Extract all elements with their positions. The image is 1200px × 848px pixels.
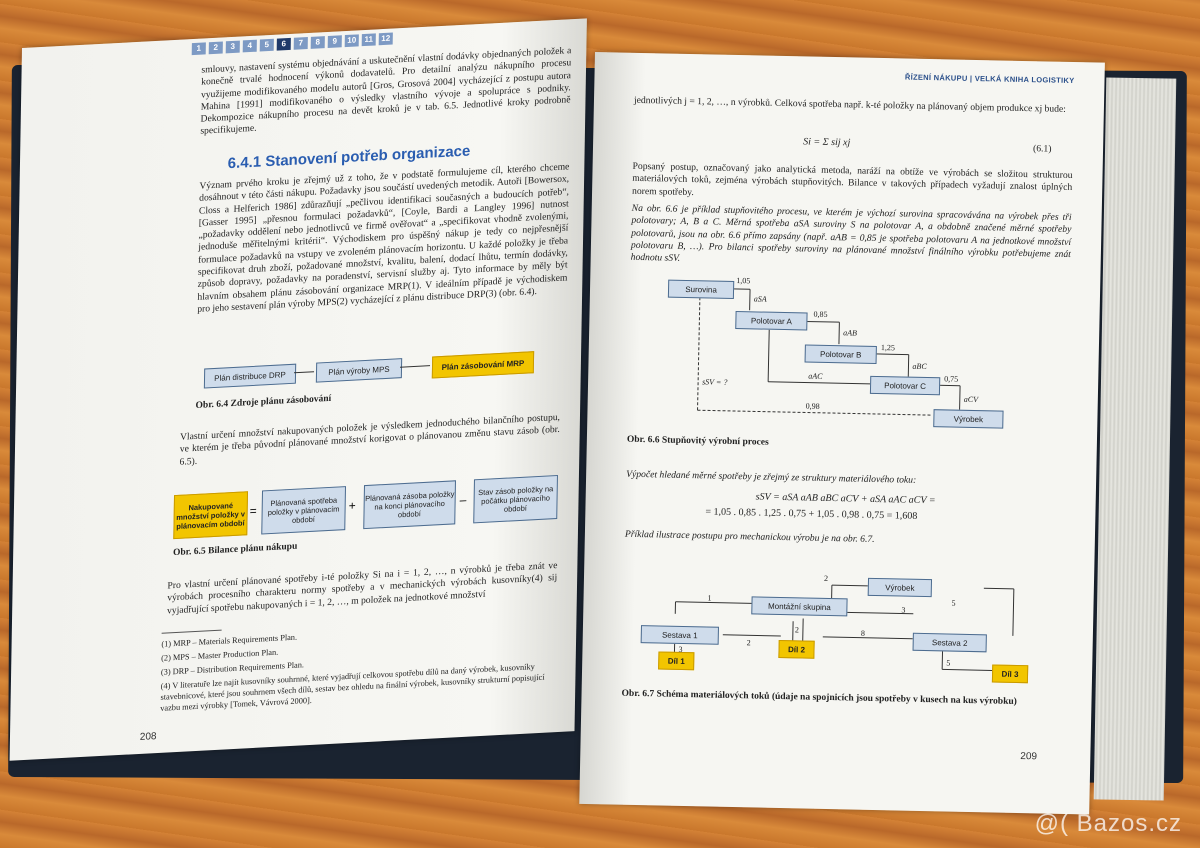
fig67-dil-1: Díl 1 <box>658 651 695 671</box>
page-number-left: 208 <box>139 731 157 743</box>
fig67-label-e: 2 <box>794 625 800 635</box>
fig67-sestava-2: Sestava 2 <box>912 632 987 653</box>
fig67-label-i: 5 <box>946 658 951 668</box>
fig65-box-purchase: Nakupované množství položky v plánovacím… <box>173 491 249 540</box>
fig65-box-start-stock: Stav zásob položky na počátku plánovacíh… <box>473 474 558 524</box>
fig67-dil-2: Díl 2 <box>778 639 815 659</box>
watermark: @( Bazos.cz <box>1034 810 1182 837</box>
fig67-label-c: 5 <box>951 598 956 608</box>
fig67-dil-3: Díl 3 <box>991 664 1029 684</box>
fig65-box-consumption: Plánovaná spotřeba položky v plánovacím … <box>261 486 347 535</box>
fig67-label-b: 1 <box>707 593 712 603</box>
fig66-diagram <box>697 288 961 416</box>
fig67-label-f: 3 <box>678 644 683 654</box>
fig67-label-g: 8 <box>860 628 865 638</box>
fig67-label-a: 2 <box>823 573 829 583</box>
fig67-vyrobek: Výrobek <box>867 577 933 598</box>
right-page: ŘÍZENÍ NÁKUPU | VELKÁ KNIHA LOGISTIKY je… <box>579 52 1105 815</box>
page-number-right: 209 <box>1020 751 1038 763</box>
fig65-minus: – <box>459 492 467 508</box>
fig64-arrows <box>294 365 431 374</box>
fig67-sestava-1: Sestava 1 <box>640 625 719 645</box>
page-edges <box>1093 77 1177 801</box>
fig67-montazni-skupina: Montážní skupina <box>751 596 848 617</box>
fig67-label-d: 3 <box>901 605 906 615</box>
fig67-label-h: 2 <box>746 638 751 648</box>
fig65-equals: = <box>249 503 257 519</box>
fig65-plus: + <box>348 498 356 513</box>
fig65-box-end-stock: Plánovaná zásoba položky na konci plánov… <box>363 480 456 530</box>
